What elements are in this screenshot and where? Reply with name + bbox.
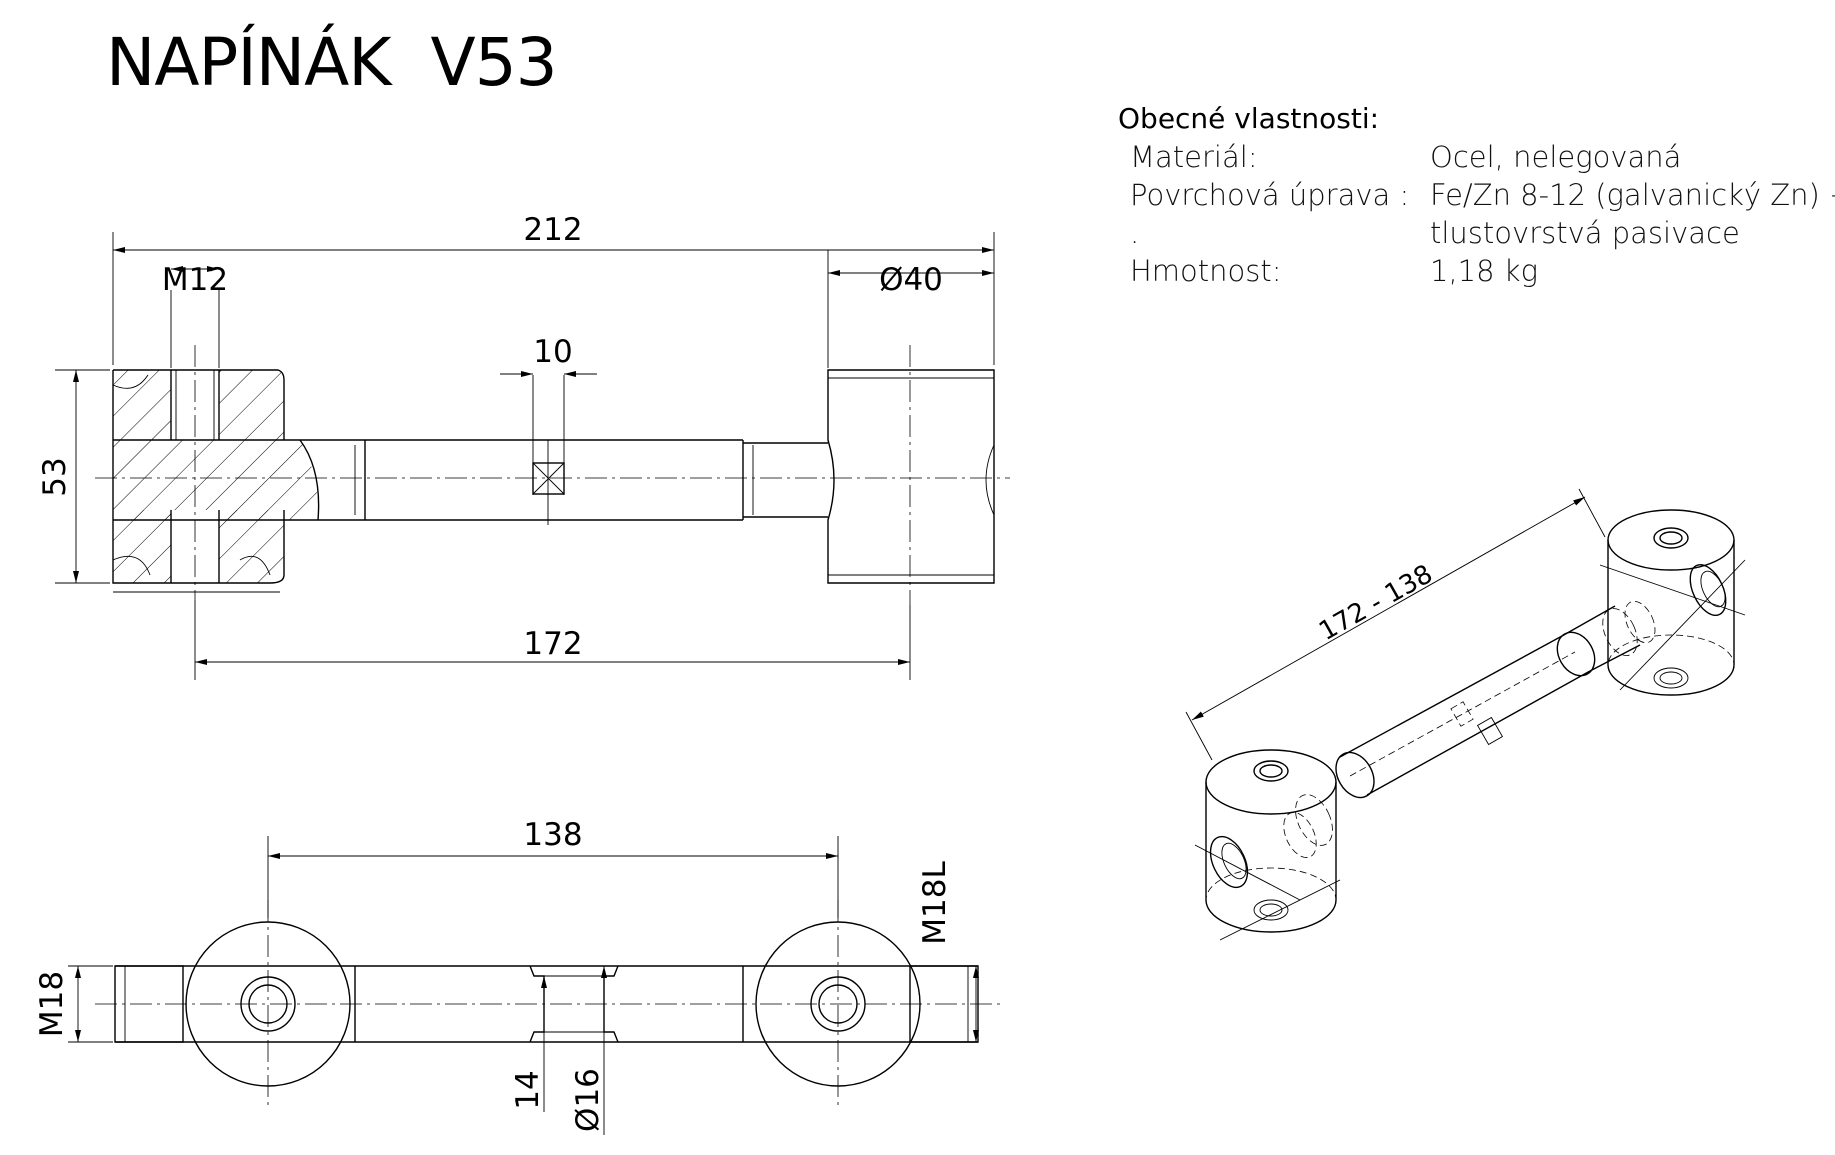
dim-label: Ø16 xyxy=(570,1068,606,1132)
dim-label: M12 xyxy=(162,262,228,298)
dim-label: 14 xyxy=(510,1070,546,1109)
dim-neck-size: 14 xyxy=(510,976,547,1112)
front-view: 212 M12 Ø40 10 53 172 xyxy=(37,212,1010,680)
property-key: Hmotnost: xyxy=(1130,254,1282,288)
property-row: . tlustovrstvá pasivace xyxy=(1118,214,1835,252)
dim-shaft-diameter: Ø16 xyxy=(570,966,607,1135)
property-row: Materiál: Ocel, nelegovaná xyxy=(1118,138,1835,176)
left-head-section xyxy=(112,369,365,593)
dim-head-diameter: Ø40 xyxy=(827,250,994,368)
properties-panel: Obecné vlastnosti: Materiál: Ocel, neleg… xyxy=(1118,100,1835,290)
property-key: Materiál: xyxy=(1130,140,1258,174)
isometric-view: 172 - 138 xyxy=(1185,488,1746,941)
dim-label: Ø40 xyxy=(879,262,943,298)
property-value: tlustovrstvá pasivace xyxy=(1430,216,1740,250)
dim-label: M18L xyxy=(917,861,953,945)
dim-end-thread-l: M18L xyxy=(917,861,979,1042)
shaft xyxy=(354,375,828,525)
dim-label: 172 - 138 xyxy=(1314,559,1438,647)
drawing-title: NAPÍNÁK V53 xyxy=(106,24,558,101)
dim-thread-size: M12 xyxy=(162,262,228,368)
property-value: 1,18 kg xyxy=(1430,254,1538,288)
dim-label: 10 xyxy=(533,334,572,370)
dim-label: M18 xyxy=(34,971,70,1037)
dim-label: 212 xyxy=(523,212,582,248)
dim-label: 53 xyxy=(37,457,73,496)
dim-label: 138 xyxy=(523,817,582,853)
property-key: Povrchová úprava : xyxy=(1130,178,1410,212)
dim-end-thread: M18 xyxy=(34,965,113,1043)
property-key: . xyxy=(1130,216,1140,250)
dim-center-distance-bottom: 138 xyxy=(267,817,839,918)
property-value: Fe/Zn 8-12 (galvanický Zn) + xyxy=(1430,178,1835,212)
property-value: Ocel, nelegovaná xyxy=(1430,140,1682,174)
right-head xyxy=(827,369,995,584)
dim-head-height: 53 xyxy=(37,369,110,584)
dim-center-distance: 172 xyxy=(194,600,911,680)
properties-heading: Obecné vlastnosti: xyxy=(1118,102,1380,135)
property-row: Hmotnost: 1,18 kg xyxy=(1118,252,1835,290)
dim-overall-length: 212 xyxy=(112,212,995,365)
dim-label: 172 xyxy=(523,626,582,662)
dim-slot-width: 10 xyxy=(500,334,597,377)
property-row: Povrchová úprava : Fe/Zn 8-12 (galvanick… xyxy=(1118,176,1835,214)
top-view: 138 M18L M18 14 Ø16 xyxy=(34,817,1005,1135)
